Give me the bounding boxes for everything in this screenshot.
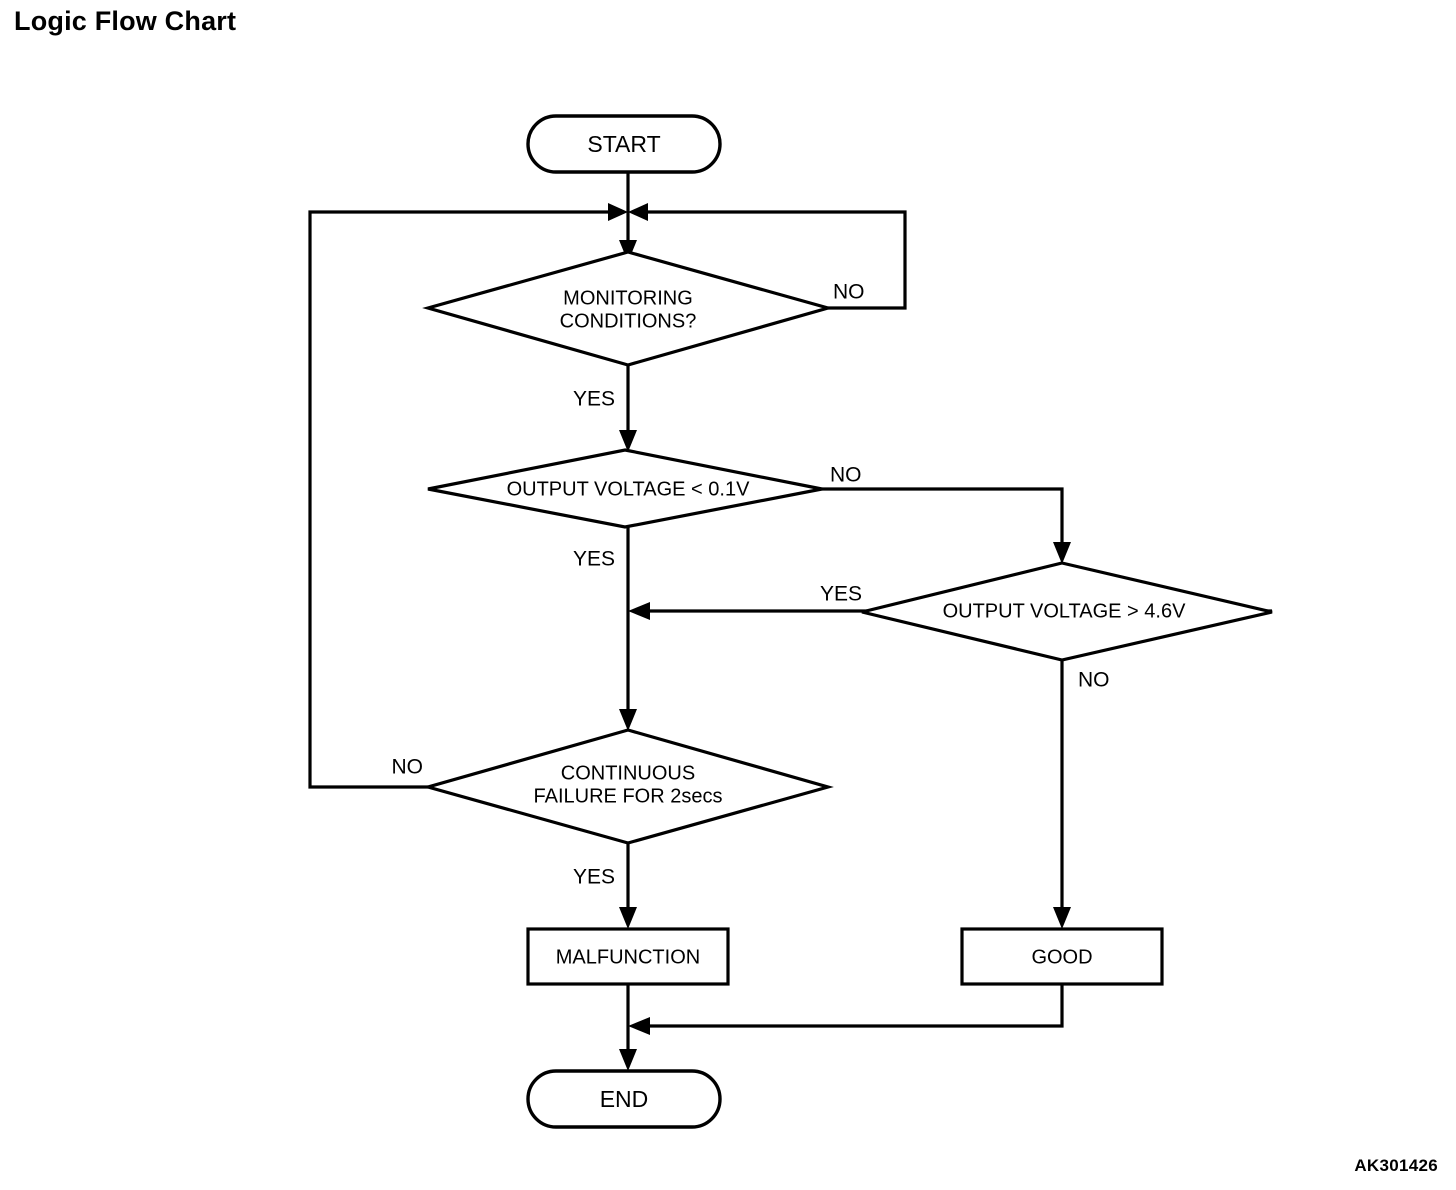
continuous-label-line2: FAILURE FOR 2secs <box>534 785 723 807</box>
edge-label-volt-high-no: NO <box>1078 669 1110 692</box>
page-title: Logic Flow Chart <box>14 6 237 36</box>
volt-high-diamond <box>861 561 1273 662</box>
edge-label-volt-high-yes: YES <box>820 583 862 606</box>
node-good[interactable]: GOOD <box>960 927 1164 986</box>
node-monitoring-conditions[interactable]: MONITORING CONDITIONS? <box>422 250 834 367</box>
start-label: START <box>587 131 660 157</box>
node-output-voltage-low[interactable]: OUTPUT VOLTAGE < 0.1V <box>427 448 823 529</box>
node-continuous-failure[interactable]: CONTINUOUS FAILURE FOR 2secs <box>422 728 834 845</box>
edge-continuous-no-feedback <box>308 210 620 789</box>
node-start[interactable]: START <box>526 114 722 174</box>
continuous-label-line1: CONTINUOUS <box>561 762 695 784</box>
arrow-into-volt-high <box>1053 542 1071 564</box>
malfunction-label: MALFUNCTION <box>556 946 700 968</box>
edge-label-continuous-yes: YES <box>573 866 615 889</box>
edge-good-to-end <box>637 984 1064 1028</box>
end-label: END <box>600 1086 649 1112</box>
arrow-into-malfunction <box>619 907 637 929</box>
arrow-into-continuous <box>619 709 637 731</box>
edge-label-monitoring-yes: YES <box>573 388 615 411</box>
end-shape <box>526 1069 722 1129</box>
good-label: GOOD <box>1031 946 1092 968</box>
edge-label-continuous-no: NO <box>392 756 424 779</box>
arrow-feedback-left-into-junction <box>608 203 628 221</box>
arrow-good-merge <box>628 1017 650 1035</box>
monitoring-diamond <box>422 250 834 367</box>
node-output-voltage-high[interactable]: OUTPUT VOLTAGE > 4.6V <box>861 561 1273 662</box>
edge-label-volt-low-no: NO <box>830 464 862 487</box>
arrow-into-good <box>1053 907 1071 929</box>
node-malfunction[interactable]: MALFUNCTION <box>526 927 730 986</box>
edge-label-monitoring-no: NO <box>833 281 865 304</box>
volt-low-label: OUTPUT VOLTAGE < 0.1V <box>507 478 751 500</box>
start-shape <box>526 114 722 174</box>
arrow-volt-high-yes-merge <box>628 602 650 620</box>
arrow-into-end <box>619 1049 637 1071</box>
good-box <box>960 927 1164 986</box>
monitoring-label-line2: CONDITIONS? <box>560 310 697 332</box>
volt-low-diamond <box>427 448 823 529</box>
arrow-into-volt-low <box>619 430 637 452</box>
malfunction-box <box>526 927 730 986</box>
volt-high-label: OUTPUT VOLTAGE > 4.6V <box>943 600 1187 622</box>
edge-monitoring-no-feedback <box>636 210 907 310</box>
arrow-feedback-right-into-junction <box>628 203 648 221</box>
figure-code: AK301426 <box>1354 1156 1438 1175</box>
edge-volt-low-no <box>822 487 1064 556</box>
monitoring-label-line1: MONITORING <box>563 287 693 309</box>
edge-label-volt-low-yes: YES <box>573 548 615 571</box>
node-end[interactable]: END <box>526 1069 722 1129</box>
continuous-diamond <box>422 728 834 845</box>
